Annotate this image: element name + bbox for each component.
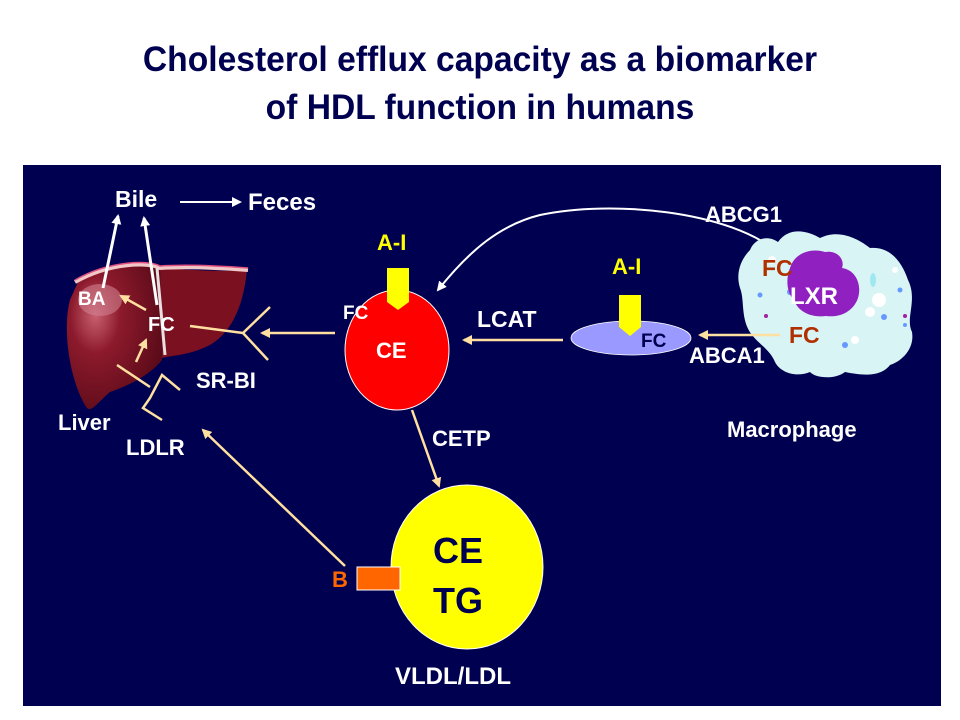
liver-label: Liver xyxy=(58,410,111,435)
srbi-receptor xyxy=(189,306,271,361)
macrophage-nucleus xyxy=(787,250,860,317)
cetp-label: CETP xyxy=(432,426,491,451)
hdl-core-label: CE xyxy=(376,338,407,363)
vldl-ldl-label: VLDL/LDL xyxy=(395,663,511,690)
vldl-ldl-core-line2: TG xyxy=(433,580,483,621)
falciform-ligament xyxy=(155,267,167,356)
nascent-hdl-apoa1-marker xyxy=(619,295,641,336)
ba-label: BA xyxy=(78,289,106,310)
title-line-2: of HDL function in humans xyxy=(265,88,695,127)
srbi-label: SR-BI xyxy=(196,368,256,393)
bile-label: Bile xyxy=(115,186,157,212)
fc-to-ba-arrow xyxy=(119,294,147,312)
ldlr-receptor xyxy=(116,363,181,422)
hdl-apoa1-label: A-I xyxy=(377,230,406,255)
title-line-1: Cholesterol efflux capacity as a biomark… xyxy=(142,40,818,79)
nascent-hdl-fc-label: FC xyxy=(641,331,667,352)
ba-to-bile-arrow xyxy=(101,214,122,289)
lxr-label: LXR xyxy=(790,283,838,310)
hdl-apoa1-marker xyxy=(387,268,409,310)
slide-title: Cholesterol efflux capacity as a biomark… xyxy=(19,36,941,132)
nascent-hdl-apoa1-label: A-I xyxy=(612,254,641,279)
abcg1-efflux-arrow xyxy=(436,207,781,292)
vldl-ldl-core-line1: CE xyxy=(433,530,483,571)
fc-to-bile-arrow xyxy=(140,216,159,306)
cetp-arrow xyxy=(410,409,442,488)
liver-illustration xyxy=(66,261,249,410)
abcg1-label: ABCG1 xyxy=(705,202,782,227)
liver-right-lobe xyxy=(160,268,247,358)
hdl-fc-label: FC xyxy=(343,303,369,324)
macrophage-fc-bottom-label: FC xyxy=(789,322,820,348)
feces-label: Feces xyxy=(248,189,316,216)
lcat-label: LCAT xyxy=(477,306,537,332)
apob-label: B xyxy=(332,567,348,592)
apob-marker xyxy=(356,566,401,591)
ldlr-label: LDLR xyxy=(126,435,185,460)
macrophage-label: Macrophage xyxy=(727,417,857,442)
apob-to-ldlr-arrow xyxy=(201,428,346,567)
liver-left-lobe xyxy=(66,264,162,410)
ldlr-to-fc-arrow xyxy=(134,338,148,363)
liver-fc-label: FC xyxy=(148,314,175,336)
abca1-label: ABCA1 xyxy=(689,343,765,368)
macrophage-fc-top-label: FC xyxy=(762,255,793,281)
